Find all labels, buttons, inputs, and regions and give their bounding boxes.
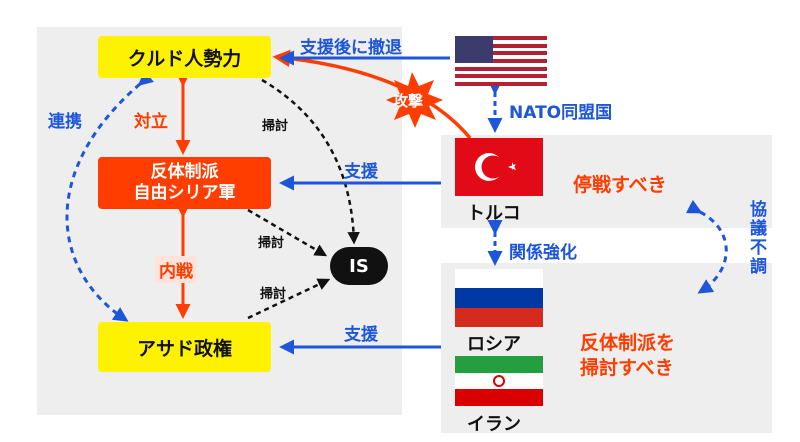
- fsa-line-2: 自由シリア軍: [133, 183, 236, 203]
- usa-flag-icon: [455, 36, 547, 86]
- kurd-assad-cooperation-arrow: [65, 70, 154, 322]
- ri-position-line-1: 反体制派を: [580, 332, 676, 354]
- sweep-label-3: 掃討: [260, 287, 287, 302]
- explosion-icon: [386, 72, 443, 128]
- failed-talks-label: 協議不調: [746, 200, 766, 276]
- assad-regime-node: アサド政権: [98, 322, 271, 372]
- support-withdraw-label: 支援後に撤退: [300, 38, 402, 58]
- fsa-is-sweep-arrow: [247, 208, 328, 257]
- russia-flag-icon: [455, 269, 543, 327]
- turkey-attack-arrow: [272, 49, 472, 140]
- kurdish-forces-node: クルド人勢力: [98, 36, 271, 78]
- sweep-label-1: 掃討: [262, 119, 289, 134]
- attack-label: 攻撃: [393, 92, 424, 110]
- kurd-is-sweep-arrow: [261, 78, 360, 245]
- is-node: IS: [330, 247, 388, 285]
- conflict-label: 対立: [134, 112, 168, 132]
- nato-ally-label: NATO同盟国: [509, 103, 613, 123]
- free-syrian-army-node: 反体制派 自由シリア軍: [98, 157, 271, 209]
- turkey-flag-icon: [455, 138, 543, 196]
- strengthen-relations-label: 関係強化: [509, 243, 577, 263]
- support-fsa-label: 支援: [344, 162, 378, 182]
- sweep-label-2: 掃討: [258, 236, 285, 251]
- turkey-position-label: 停戦すべき: [573, 174, 667, 196]
- assad-is-sweep-arrow: [247, 278, 331, 320]
- ri-position-line-2: 掃討すべき: [580, 357, 674, 379]
- cooperation-label: 連携: [48, 112, 82, 132]
- turkey-caption: トルコ: [467, 203, 521, 224]
- russia-caption: ロシア: [467, 334, 521, 355]
- support-assad-label: 支援: [344, 325, 378, 345]
- fsa-line-1: 反体制派: [150, 162, 219, 182]
- iran-flag-icon: [455, 356, 543, 406]
- iran-caption: イラン: [467, 414, 521, 435]
- failed-talks-arrow: [685, 199, 728, 294]
- civil-war-label: 内戦: [155, 256, 197, 283]
